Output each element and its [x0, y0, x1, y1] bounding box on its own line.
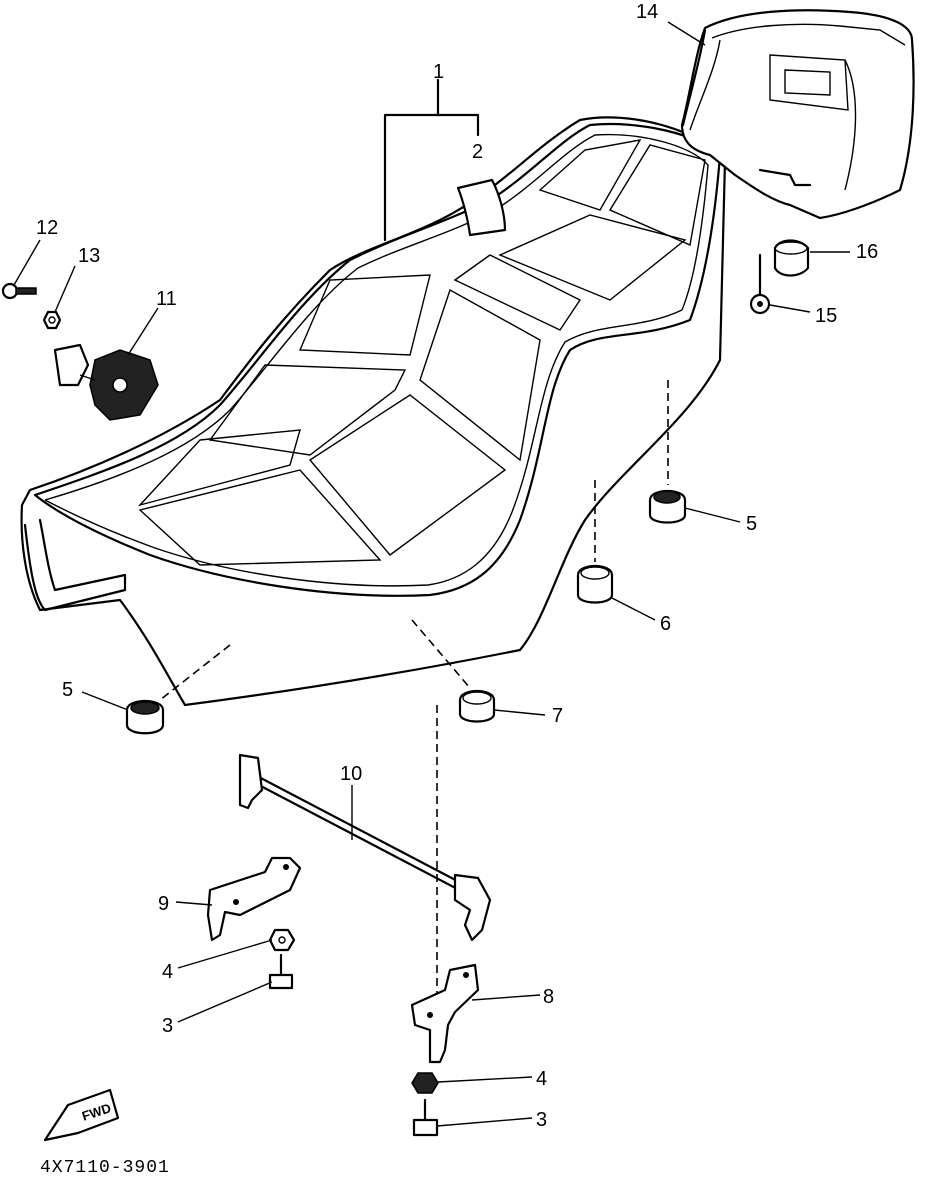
- bolt-3-bottom: [412, 1098, 439, 1137]
- leader-7: [493, 709, 546, 716]
- callout-9: 9: [158, 893, 169, 915]
- damper-5-left: [125, 699, 165, 735]
- callout-14: 14: [636, 1, 658, 23]
- leader-3-left: [177, 981, 273, 1023]
- callout-4-bottom: 4: [536, 1068, 547, 1090]
- screw-12: [1, 282, 37, 300]
- bolt-15: [749, 253, 771, 315]
- callout-1: 1: [433, 61, 444, 83]
- callout-10: 10: [340, 763, 362, 785]
- bracket-8: [410, 963, 480, 1064]
- callout-16: 16: [856, 241, 878, 263]
- callout-7: 7: [552, 705, 563, 727]
- nut-4-left: [268, 928, 296, 952]
- damper-6: [576, 564, 614, 604]
- leader-9: [175, 901, 213, 906]
- leader-12: [13, 239, 41, 286]
- leader-4-bottom: [437, 1076, 533, 1083]
- callout-3-left: 3: [162, 1015, 173, 1037]
- nut-13: [42, 310, 62, 330]
- callout-3-bottom: 3: [536, 1109, 547, 1131]
- damper-16: [773, 239, 810, 277]
- callout-4-left: 4: [162, 961, 173, 983]
- drawing-code: 4X7110-3901: [40, 1158, 170, 1178]
- leader-14: [667, 21, 706, 46]
- leader-5-right: [684, 507, 741, 523]
- leader-4-left: [177, 939, 273, 969]
- seat-strap: [456, 178, 507, 237]
- leader-8: [471, 994, 541, 1001]
- bolt-3-left: [268, 953, 294, 990]
- backrest-cover: [680, 9, 915, 220]
- callout-11: 11: [156, 288, 177, 310]
- leader-6: [611, 597, 656, 621]
- leader-11: [127, 307, 159, 356]
- seat-rod-10: [238, 753, 492, 942]
- forward-arrow-icon: FWD: [43, 1088, 120, 1142]
- seat-lock-11: [53, 343, 159, 421]
- leader-5-left: [81, 691, 129, 711]
- callout-8: 8: [543, 986, 554, 1008]
- callout-13: 13: [78, 245, 100, 267]
- callout-2: 2: [472, 141, 483, 163]
- leader-3-bottom: [436, 1117, 533, 1127]
- callout-15: 15: [815, 305, 837, 327]
- bracket-9: [206, 856, 302, 942]
- leader-15: [769, 304, 811, 313]
- callout-5-right: 5: [746, 513, 757, 535]
- callout-12: 12: [36, 217, 58, 239]
- damper-5-right: [648, 489, 687, 524]
- damper-7: [458, 689, 496, 723]
- callout-5-left: 5: [62, 679, 73, 701]
- callout-6: 6: [660, 613, 671, 635]
- seat-assembly: [20, 116, 727, 707]
- nut-4-bottom: [411, 1072, 439, 1094]
- callout-bracket-1: [383, 113, 480, 242]
- leader-13: [54, 265, 76, 313]
